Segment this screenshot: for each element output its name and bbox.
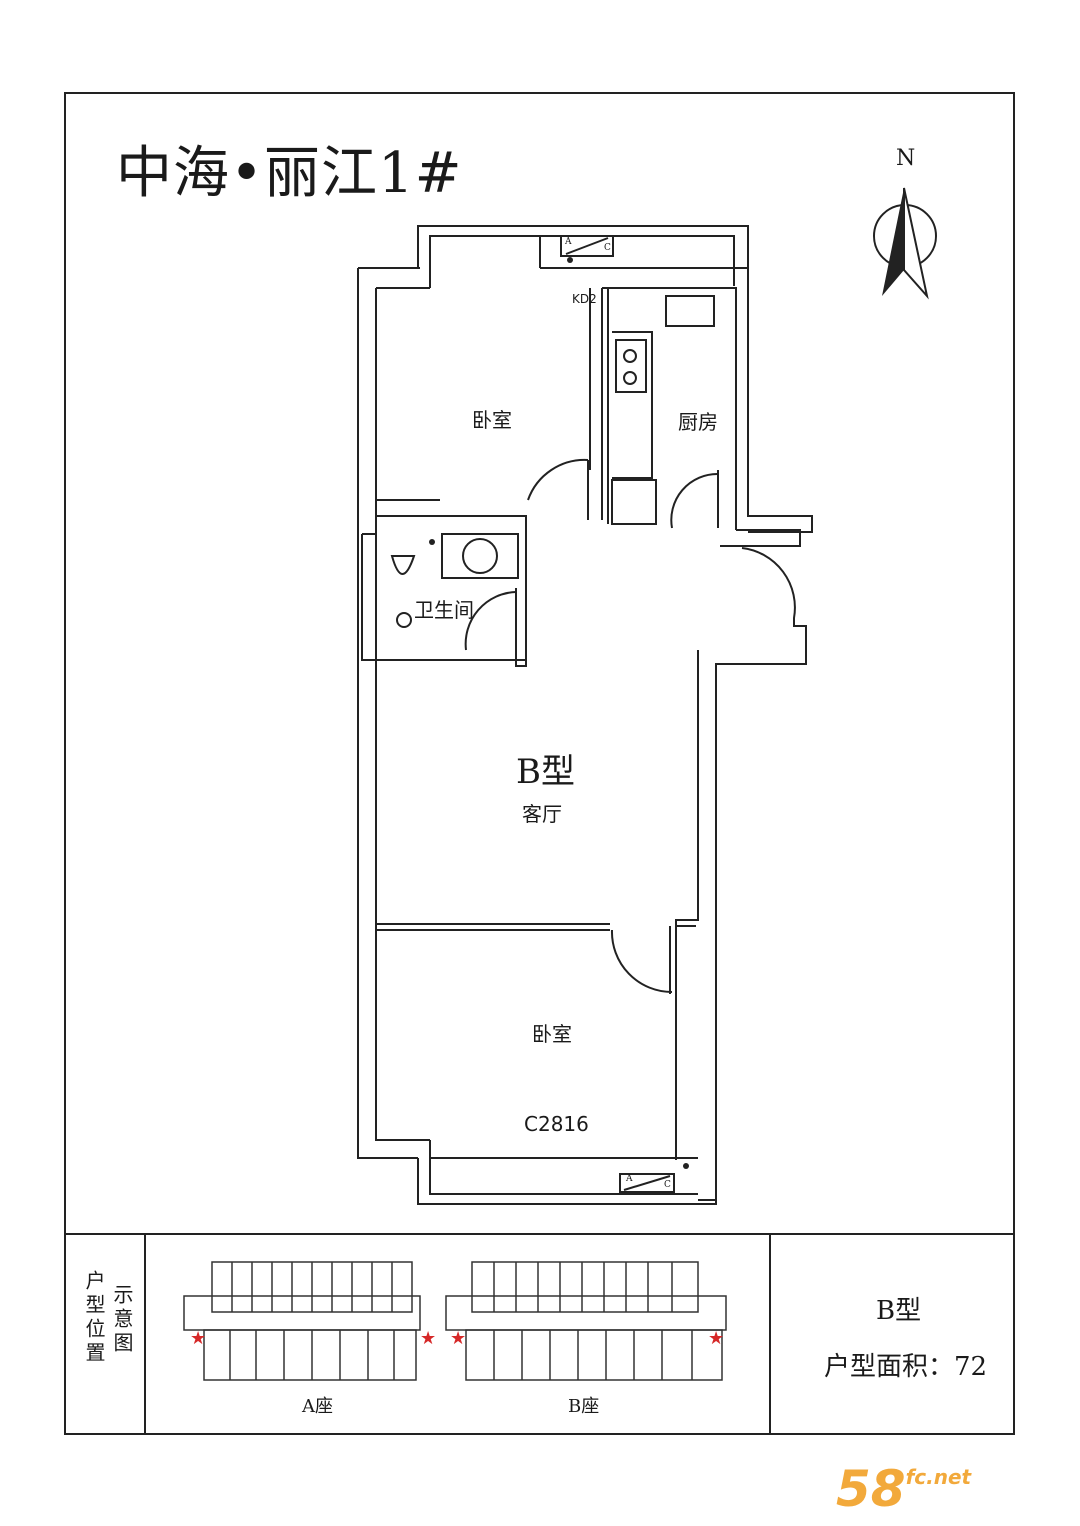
compass-icon xyxy=(873,187,937,300)
legend-label-cell xyxy=(64,1235,146,1435)
watermark-logo: 58fc.net xyxy=(836,1460,971,1518)
watermark-domain: fc.net xyxy=(905,1465,972,1489)
page-title: 中海•丽江1# xyxy=(116,141,463,206)
svg-text:★: ★ xyxy=(708,1328,724,1349)
info-cell xyxy=(769,1235,1013,1435)
location-diagram xyxy=(183,1261,727,1381)
info-unit-type: B型 xyxy=(876,1296,922,1326)
svg-text:★: ★ xyxy=(450,1328,466,1349)
legend-row xyxy=(64,1233,1015,1435)
svg-text:★: ★ xyxy=(190,1328,206,1349)
ac-label-a-bottom: A xyxy=(626,1174,633,1184)
drawing-frame xyxy=(64,92,1015,1435)
building-a-label: A座 xyxy=(302,1396,333,1417)
window-code: C2816 xyxy=(524,1112,589,1136)
door-code: KD2 xyxy=(572,292,597,306)
watermark-brand: 58 xyxy=(836,1460,906,1518)
info-unit-area: 户型面积：72 xyxy=(824,1352,988,1382)
ac-label-c-top: C xyxy=(604,243,611,253)
building-b-label: B座 xyxy=(568,1396,600,1417)
location-marker-icon: ★ ★ ★ ★ xyxy=(190,1328,724,1349)
room-label-kitchen: 厨房 xyxy=(678,410,718,434)
compass-label: N xyxy=(896,146,916,171)
room-label-bathroom: 卫生间 xyxy=(414,598,474,622)
room-label-bedroom-south: 卧室 xyxy=(532,1022,572,1046)
room-label-living: 客厅 xyxy=(522,802,562,826)
ac-label-a-top: A xyxy=(565,237,572,247)
ac-label-c-bottom: C xyxy=(664,1180,671,1190)
legend-label-right: 示意图 xyxy=(110,1284,134,1356)
svg-text:★: ★ xyxy=(420,1328,436,1349)
room-label-bedroom-north: 卧室 xyxy=(472,408,512,432)
unit-type-label: B型 xyxy=(516,752,575,792)
legend-label-left: 户型位置 xyxy=(82,1270,106,1366)
